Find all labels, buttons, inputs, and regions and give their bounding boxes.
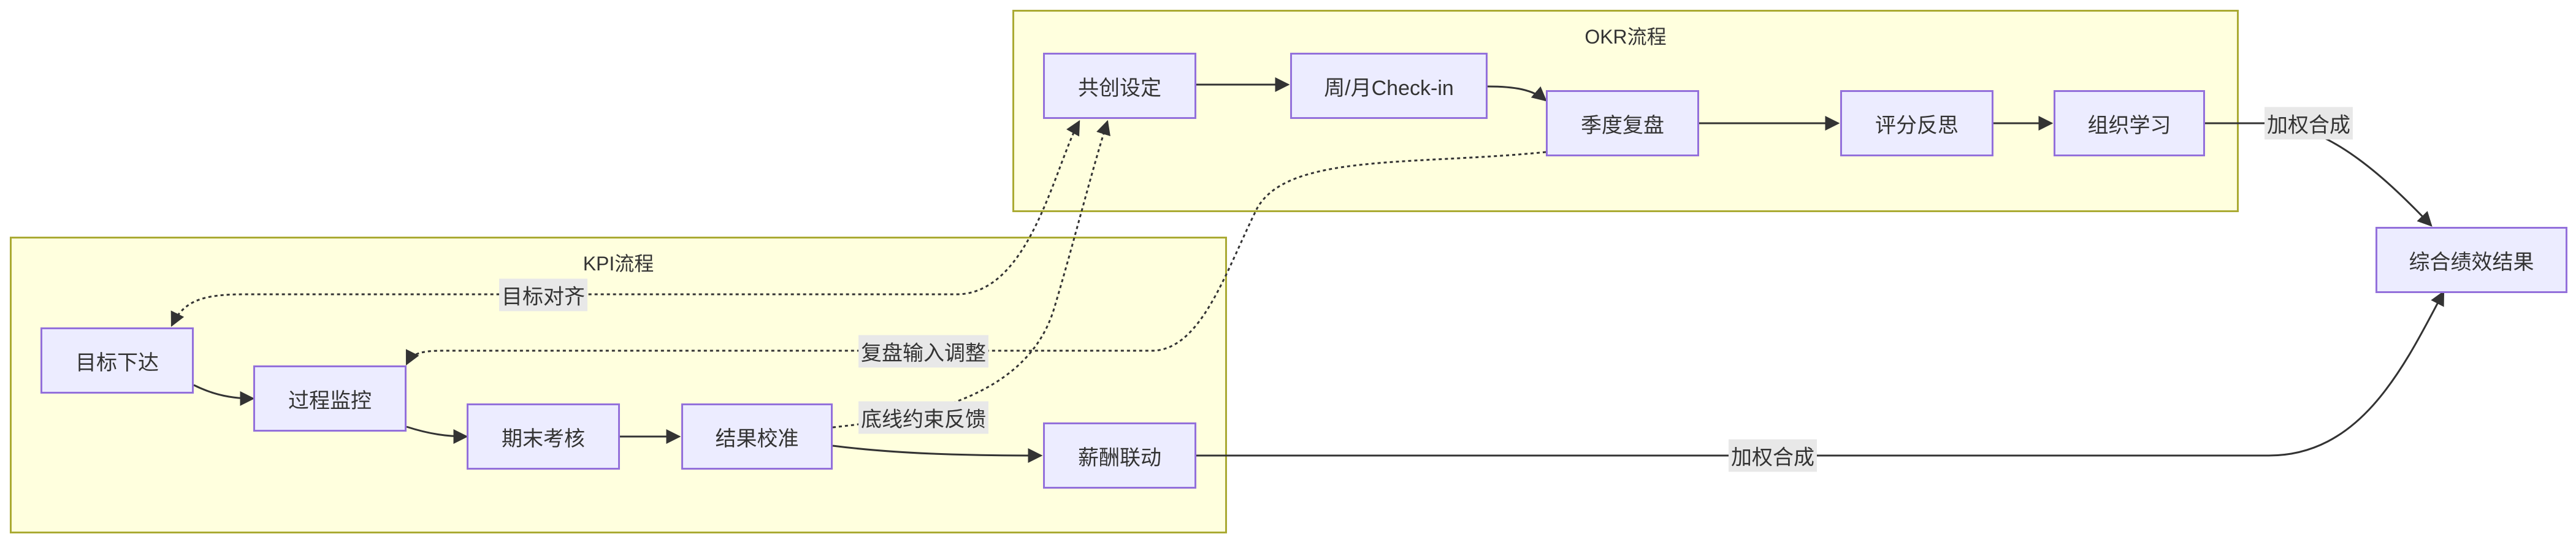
edge-calibrate-to-compensation [832, 445, 1043, 463]
edge-monitor-to-final-assess [406, 426, 468, 444]
node-kpi-calibrate[interactable]: 结果校准 [681, 403, 833, 470]
node-kpi-target[interactable]: 目标下达 [40, 327, 194, 394]
edge-label-goal-alignment: 目标对齐 [499, 278, 587, 311]
node-kpi-final-assess[interactable]: 期末考核 [467, 403, 620, 470]
node-okr-checkin[interactable]: 周/月Check-in [1290, 53, 1488, 119]
edge-calibrate-baseline-feedback-cocreate [832, 120, 1110, 429]
node-combined-result[interactable]: 综合绩效结果 [2375, 227, 2567, 293]
edge-cocreate-goal-alignment-target [170, 120, 1080, 327]
node-okr-scoring[interactable]: 评分反思 [1840, 90, 1993, 156]
node-kpi-monitor[interactable]: 过程监控 [253, 365, 407, 432]
node-okr-cocreate[interactable]: 共创设定 [1043, 53, 1196, 119]
edge-label-review-input: 复盘输入调整 [858, 335, 988, 368]
node-okr-quarterly-review[interactable]: 季度复盘 [1546, 90, 1699, 156]
edge-target-to-monitor [193, 384, 255, 406]
node-okr-org-learning[interactable]: 组织学习 [2054, 90, 2205, 156]
edge-compensation-weighted-combined [1196, 290, 2445, 457]
okr-cluster-title: OKR流程 [1584, 26, 1667, 48]
node-kpi-compensation[interactable]: 薪酬联动 [1043, 422, 1196, 489]
edge-label-weighted-kpi: 加权合成 [1729, 439, 1817, 472]
edge-quarterly-review-input-monitor [405, 151, 1546, 366]
edge-label-baseline-feedback: 底线约束反馈 [858, 401, 988, 434]
edge-checkin-to-quarterly-review [1487, 85, 1547, 102]
edge-label-weighted-okr: 加权合成 [2265, 107, 2353, 140]
